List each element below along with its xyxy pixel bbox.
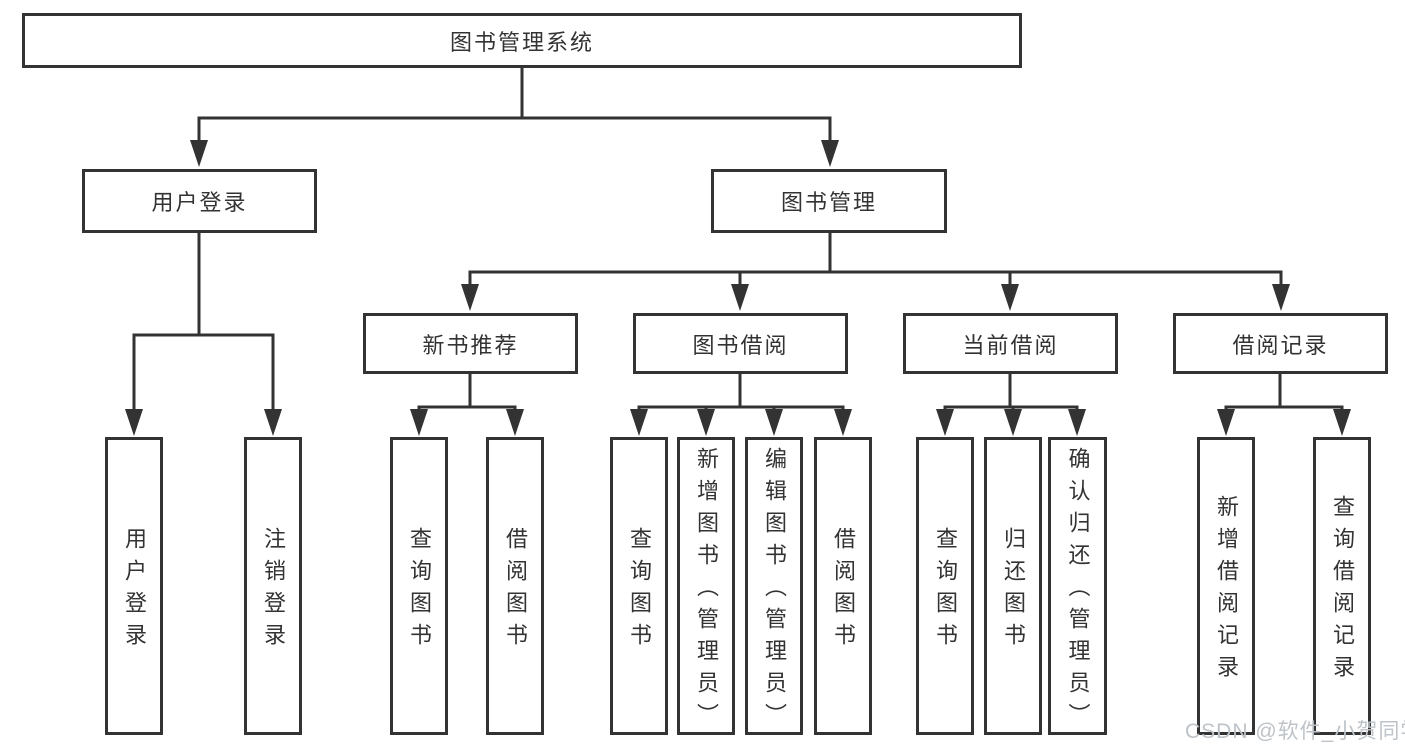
arrow-down-icon: [1001, 284, 1019, 311]
arrow-down-icon: [1272, 284, 1290, 311]
leaf-user-login: 用户登录: [105, 437, 163, 735]
connector-book-borrowing-children: [637, 374, 845, 413]
leaf-confirm-return-admin: 确认归还（管理员）: [1048, 437, 1107, 735]
leaf-query-books-current: 查询图书: [916, 437, 974, 735]
node-label: 查询借阅记录: [1330, 495, 1355, 687]
leaf-query-books-recommend: 查询图书: [390, 437, 448, 735]
arrow-down-icon: [264, 409, 282, 436]
arrow-down-icon: [1068, 409, 1086, 436]
node-label: 图书管理系统: [449, 29, 594, 55]
leaf-edit-books-admin: 编辑图书（管理员）: [745, 437, 803, 735]
node-label: 新书推荐: [422, 332, 519, 358]
node-label: 用户登录: [122, 527, 147, 655]
leaf-borrow-books-recommend: 借阅图书: [486, 437, 544, 735]
node-label: 借阅记录: [1232, 332, 1329, 358]
arrow-down-icon: [731, 284, 749, 311]
node-label: 新增图书（管理员）: [694, 447, 719, 735]
node-label: 查询图书: [627, 527, 652, 655]
node-label: 当前借阅: [962, 332, 1059, 358]
node-user-login-branch: 用户登录: [82, 169, 317, 233]
leaf-borrow-books-borrowing: 借阅图书: [814, 437, 872, 735]
node-label: 图书管理: [780, 190, 877, 215]
connector-borrowing-records-children: [1224, 374, 1344, 413]
arrow-down-icon: [1217, 409, 1235, 436]
arrow-down-icon: [630, 409, 648, 436]
arrow-down-icon: [1004, 409, 1022, 436]
leaf-add-books-admin: 新增图书（管理员）: [677, 437, 735, 735]
leaf-query-borrow-record: 查询借阅记录: [1313, 437, 1371, 735]
leaf-logout: 注销登录: [244, 437, 302, 735]
arrow-down-icon: [821, 140, 839, 167]
node-label: 用户登录: [151, 190, 248, 215]
connector-book-management-sections: [468, 233, 1283, 287]
connector-user-login-children: [132, 233, 275, 412]
leaf-return-books: 归还图书: [984, 437, 1042, 735]
node-new-book-recommend: 新书推荐: [363, 313, 578, 374]
arrow-down-icon: [765, 409, 783, 436]
arrow-down-icon: [190, 140, 208, 167]
connector-current-borrowing-children: [943, 374, 1079, 413]
node-label: 借阅图书: [503, 527, 528, 655]
leaf-add-borrow-record: 新增借阅记录: [1197, 437, 1255, 735]
node-book-management-branch: 图书管理: [711, 169, 947, 233]
node-label: 图书借阅: [692, 332, 789, 358]
node-current-borrowing: 当前借阅: [903, 313, 1118, 374]
arrow-down-icon: [506, 409, 524, 436]
node-label: 借阅图书: [831, 527, 856, 655]
node-label: 确认归还（管理员）: [1065, 447, 1091, 735]
node-borrowing-records: 借阅记录: [1173, 313, 1388, 374]
arrow-down-icon: [834, 409, 852, 436]
arrow-down-icon: [461, 284, 479, 311]
arrow-down-icon: [125, 409, 143, 436]
csdn-watermark: CSDN @软件_小贺同学: [1185, 720, 1405, 743]
node-label: 编辑图书（管理员）: [762, 447, 787, 735]
connector-root-to-branches: [197, 68, 832, 144]
node-label: 归还图书: [1001, 527, 1026, 655]
leaf-query-books-borrowing: 查询图书: [610, 437, 668, 735]
arrow-down-icon: [936, 409, 954, 436]
arrow-down-icon: [697, 409, 715, 436]
arrow-down-icon: [410, 409, 428, 436]
arrow-down-icon: [1333, 409, 1351, 436]
node-label: 查询图书: [407, 527, 432, 655]
node-library-management-system: 图书管理系统: [22, 13, 1022, 68]
node-book-borrowing: 图书借阅: [633, 313, 848, 374]
connector-new-book-recommend-children: [417, 374, 517, 413]
node-label: 新增借阅记录: [1214, 495, 1239, 687]
arrowhead-icons: [125, 140, 1351, 436]
node-label: 查询图书: [933, 527, 958, 655]
node-label: 注销登录: [261, 527, 286, 655]
